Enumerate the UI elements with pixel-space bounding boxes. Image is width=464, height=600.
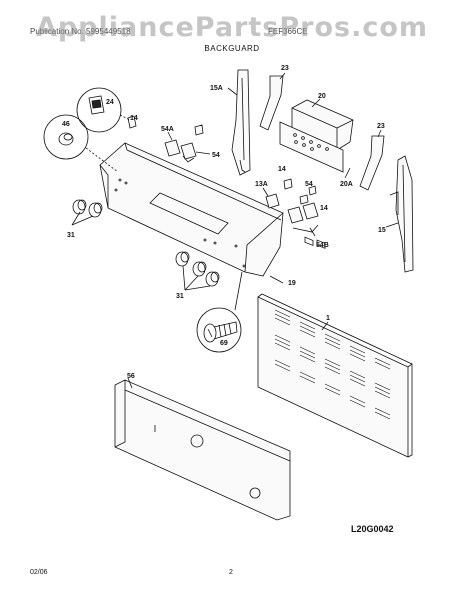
bracket-15A [227, 69, 251, 176]
publication-number: Publication No. 5995449518 [30, 27, 131, 36]
callout-23-b: 23 [377, 123, 385, 130]
callout-24: 24 [106, 99, 114, 106]
callout-1: 1 [326, 315, 330, 322]
callout-31-b: 31 [176, 293, 184, 300]
callout-labels: 24 14 46 54A 54 15A 23 20 20A 23 13A 14 … [62, 65, 386, 380]
clip-23-top [259, 72, 286, 131]
knobs-31-left [71, 199, 103, 226]
clip-23-right [359, 129, 385, 191]
overlay-20A [279, 121, 351, 179]
rear-panel-1 [257, 293, 413, 458]
callout-19: 19 [288, 280, 296, 287]
callout-14-a: 14 [130, 115, 138, 122]
callout-14-b: 14 [278, 166, 286, 173]
callout-15: 15 [378, 227, 386, 234]
callout-56: 56 [127, 373, 135, 380]
callout-54A: 54A [161, 126, 174, 133]
callout-15A: 15A [210, 85, 223, 92]
callout-31-a: 31 [67, 232, 75, 239]
callout-54-b: 54 [305, 181, 313, 188]
callout-20A: 20A [340, 181, 353, 188]
callout-13A: 13A [255, 181, 268, 188]
callout-54B: 54B [316, 242, 329, 249]
footer-page-number: 2 [229, 569, 233, 576]
switches-13A-14-54-54B [262, 178, 319, 237]
control-panel-19 [99, 142, 284, 277]
callout-54-a: 54 [212, 152, 220, 159]
watermark-logo: AppliancePartsPros.com [35, 12, 429, 43]
model-number: FEF366CE [268, 27, 308, 36]
switches-54A-54 [164, 124, 211, 163]
indicator-light-46 [43, 114, 119, 173]
section-title: BACKGUARD [204, 44, 260, 53]
screw-69 [196, 271, 243, 353]
callout-20: 20 [318, 93, 326, 100]
knobs-31-bottom [175, 251, 220, 291]
diagram-code: L20G0042 [351, 524, 394, 534]
callout-69: 69 [220, 340, 228, 347]
bracket-15 [385, 155, 414, 273]
switch-24 [76, 87, 137, 133]
clock-control-20 [291, 98, 354, 249]
footer-date: 02/06 [30, 569, 48, 576]
callout-23-a: 23 [281, 65, 289, 72]
callout-14-c: 14 [320, 205, 328, 212]
callout-46: 46 [62, 121, 70, 128]
lower-panel-56 [114, 377, 291, 521]
